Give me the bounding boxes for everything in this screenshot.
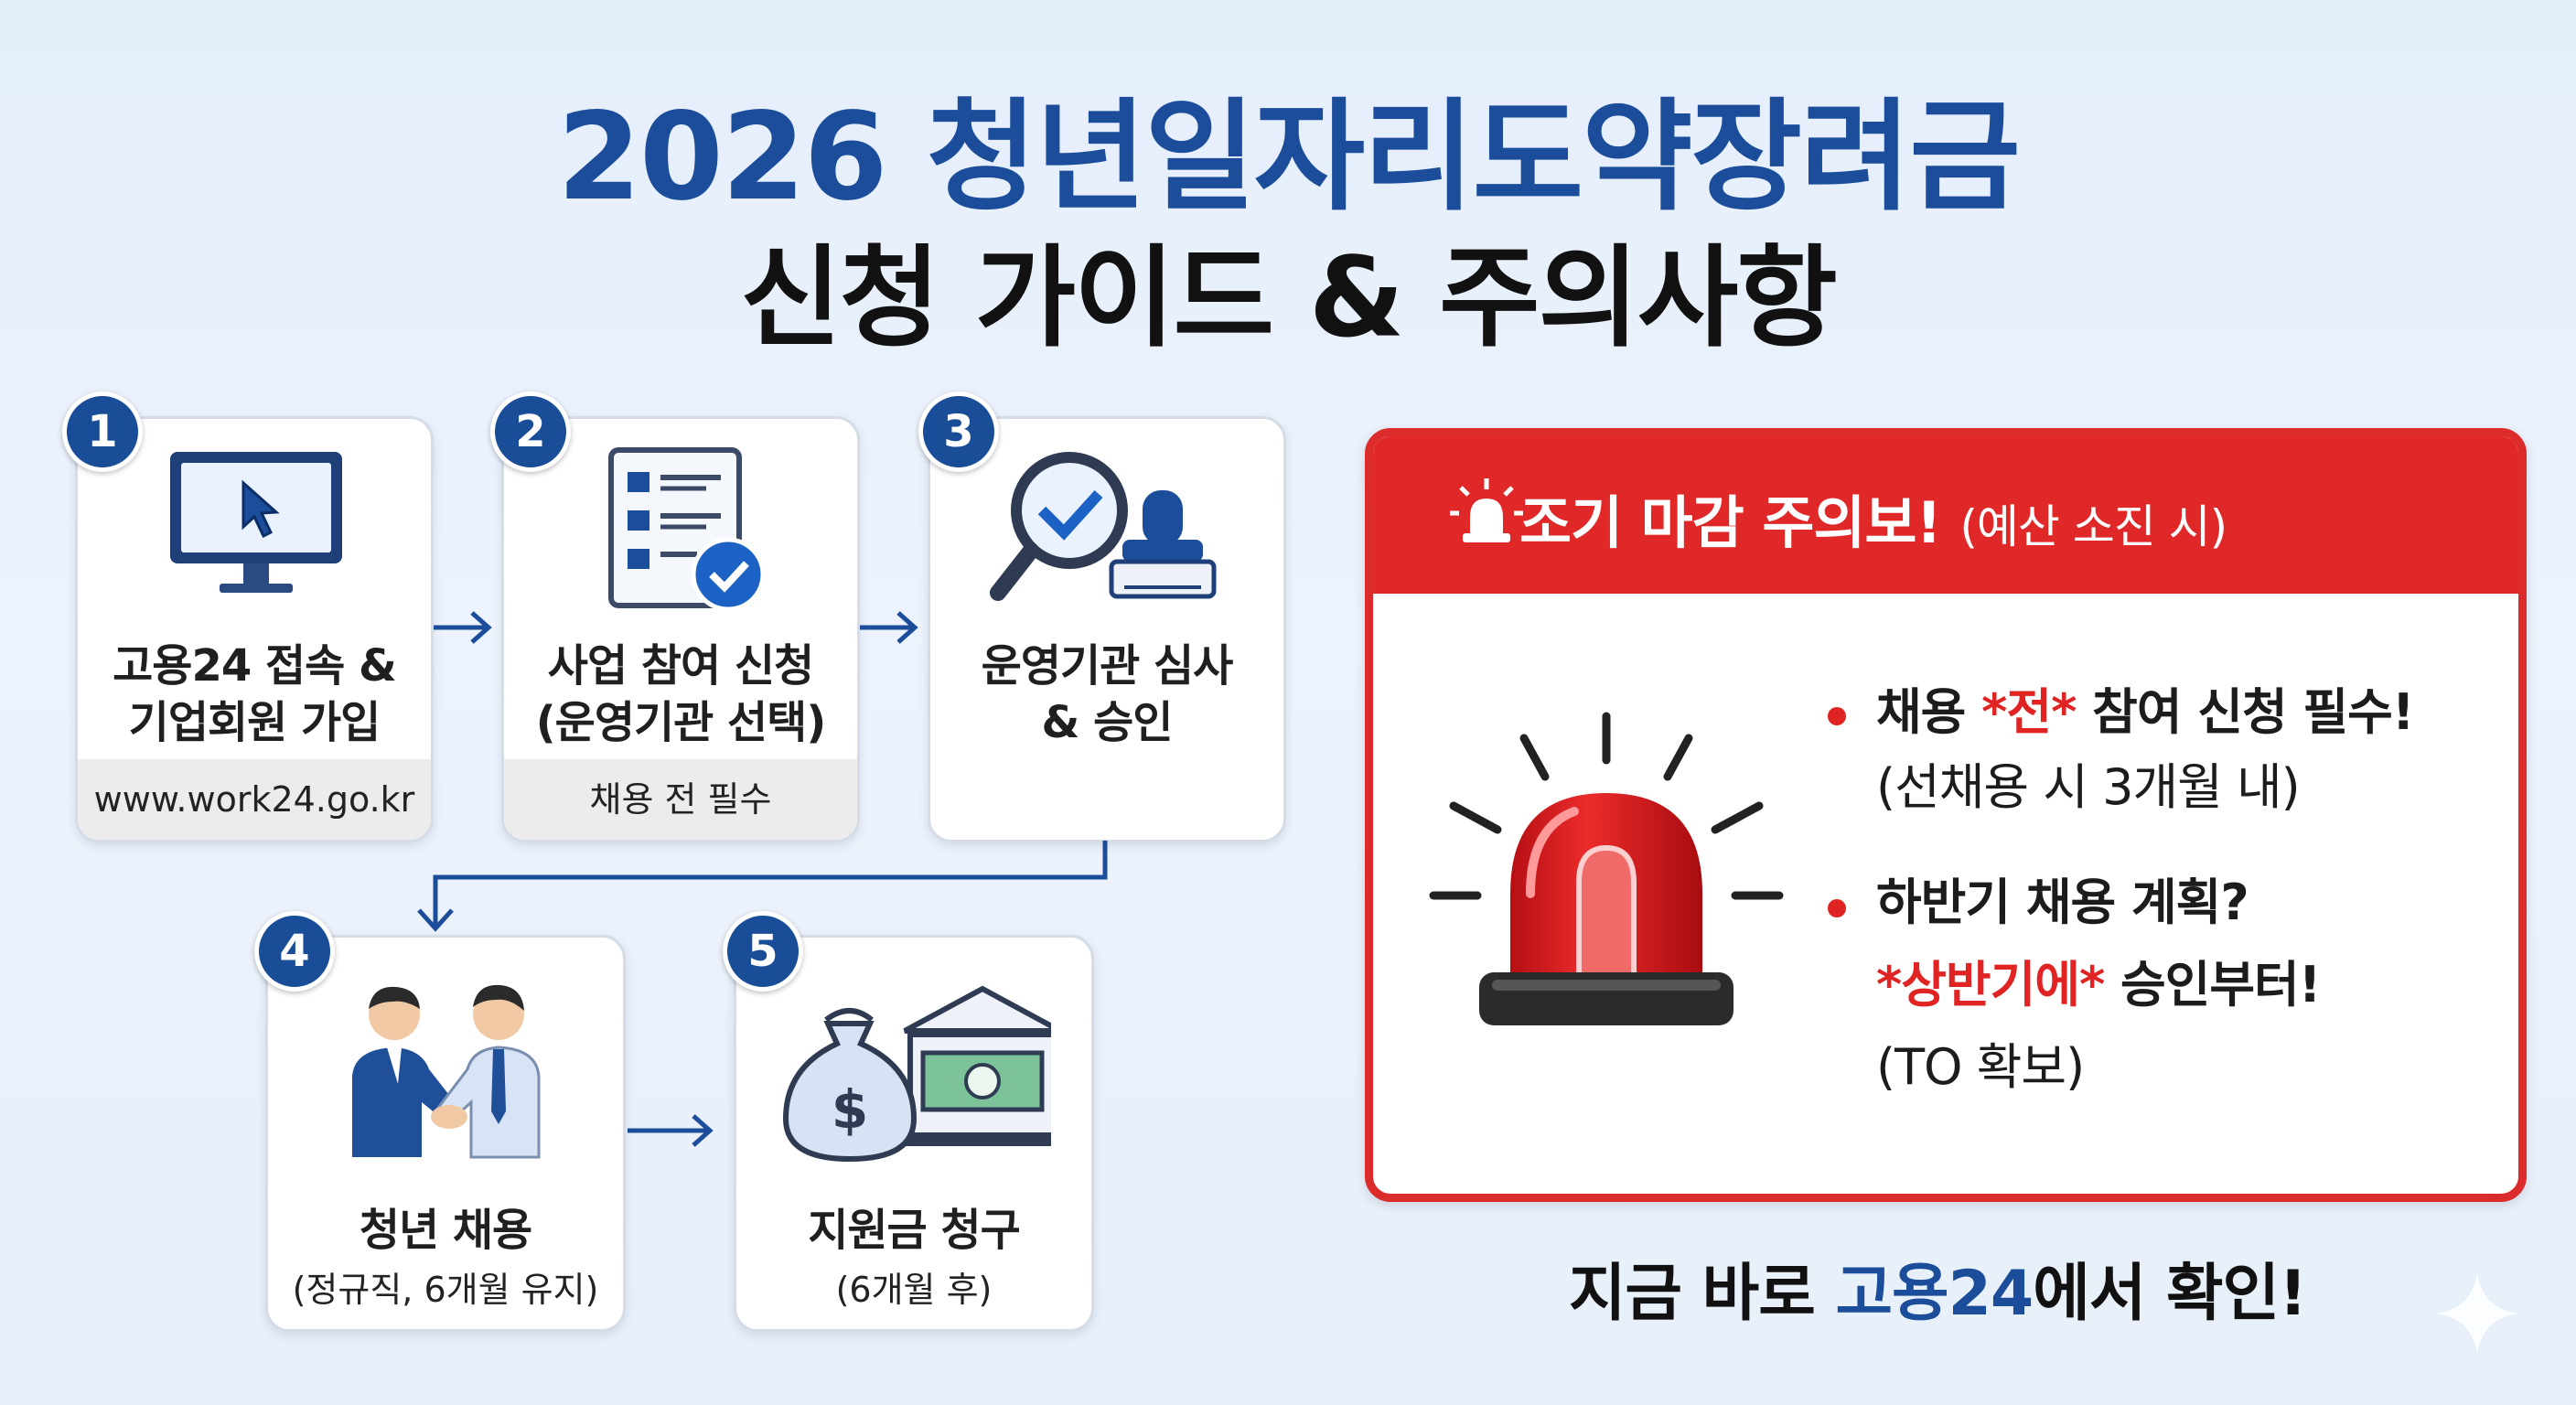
alert-point-2-line2: *상반기에* 승인부터! xyxy=(1876,954,2321,1016)
step-3-card: 운영기관 심사 & 승인 xyxy=(928,416,1286,842)
step-3-title-line1: 운영기관 심사 xyxy=(981,640,1234,692)
cta-suffix: 에서 확인! xyxy=(2033,1258,2307,1330)
money-bank-icon: $ xyxy=(782,985,1051,1163)
step-4-badge: 4 xyxy=(254,911,335,992)
alert-title-main: 조기 마감 주의보! xyxy=(1519,489,1942,556)
alert-title: 조기 마감 주의보! (예산 소진 시) xyxy=(1519,477,2227,559)
computer-monitor-icon xyxy=(170,452,342,593)
step-5-card: $ 지원금 청구 (6개월 후) xyxy=(734,935,1094,1332)
alert-point-2-note-text: (TO 확보) xyxy=(1876,1038,2085,1096)
alert-point-2-highlight: *상반기에* xyxy=(1876,956,2105,1014)
handshake-icon xyxy=(352,984,541,1159)
alert-point-1-prefix: 채용 xyxy=(1876,683,1982,741)
step-5-title: 지원금 청구 xyxy=(808,1205,1021,1256)
alert-header: 조기 마감 주의보! (예산 소진 시) xyxy=(1373,436,2518,594)
step-2-card: 사업 참여 신청 (운영기관 선택) 채용 전 필수 xyxy=(501,416,860,842)
step-3-badge: 3 xyxy=(918,391,999,472)
bullet-2 xyxy=(1828,899,1846,917)
alert-point-1-note-text: (선채용 시 3개월 내) xyxy=(1876,758,2301,816)
cta-prefix: 지금 바로 xyxy=(1568,1258,1836,1330)
alert-title-suffix: (예산 소진 시) xyxy=(1959,500,2227,553)
step-5-subtitle: (6개월 후) xyxy=(835,1270,993,1310)
alert-point-2-suffix: 승인부터! xyxy=(2104,956,2321,1014)
alert-point-1-note: (선채용 시 3개월 내) xyxy=(1876,756,2301,819)
arrow-right-icon xyxy=(860,611,918,644)
bullet-1 xyxy=(1828,707,1846,725)
alert-point-2-note: (TO 확보) xyxy=(1876,1036,2085,1099)
alert-point-1-highlight: *전* xyxy=(1981,683,2077,741)
sub-title: 신청 가이드 & 주의사항 xyxy=(740,235,1838,362)
step-3-title-line2: & 승인 xyxy=(1041,697,1174,748)
application-form-icon xyxy=(608,447,766,612)
alert-point-2-line1: 하반기 채용 계획? xyxy=(1876,874,2249,931)
siren-icon xyxy=(1450,478,1523,542)
call-to-action: 지금 바로 고용24에서 확인! xyxy=(1365,1242,2510,1333)
step-5-badge: 5 xyxy=(723,911,803,992)
arrow-right-icon xyxy=(434,611,492,644)
early-deadline-alert-panel: 조기 마감 주의보! (예산 소진 시) 채용 *전* 참여 신청 필수! (선… xyxy=(1365,428,2527,1202)
sparkle-icon xyxy=(2437,1273,2517,1354)
step-1-badge: 1 xyxy=(62,391,143,472)
step-1-card: 고용24 접속 & 기업회원 가입 www.work24.go.kr xyxy=(75,416,434,842)
step-2-badge: 2 xyxy=(490,391,571,472)
cta-highlight[interactable]: 고용24 xyxy=(1835,1258,2034,1330)
step-2-title-line1: 사업 참여 신청 xyxy=(547,640,814,692)
alert-point-1-suffix: 참여 신청 필수! xyxy=(2076,683,2414,741)
arrow-right-icon xyxy=(628,1114,714,1147)
step-4-subtitle: (정규직, 6개월 유지) xyxy=(292,1270,599,1310)
review-stamp-icon xyxy=(990,452,1217,601)
step-1-title-line2: 기업회원 가입 xyxy=(128,697,381,748)
main-title: 2026 청년일자리도약장려금 xyxy=(557,87,2021,228)
alert-point-1: 채용 *전* 참여 신청 필수! xyxy=(1876,681,2414,744)
step-4-title: 청년 채용 xyxy=(359,1205,532,1256)
arrow-down-connector-icon xyxy=(417,841,1108,932)
svg-text:$: $ xyxy=(832,1078,868,1141)
step-4-card: 청년 채용 (정규직, 6개월 유지) xyxy=(265,935,626,1332)
step-2-title-line2: (운영기관 선택) xyxy=(535,697,827,748)
step-1-url[interactable]: www.work24.go.kr xyxy=(78,759,431,840)
red-siren-icon xyxy=(1429,712,1784,1025)
step-1-title-line1: 고용24 접속 & xyxy=(113,640,397,692)
step-2-note: 채용 전 필수 xyxy=(504,759,857,840)
